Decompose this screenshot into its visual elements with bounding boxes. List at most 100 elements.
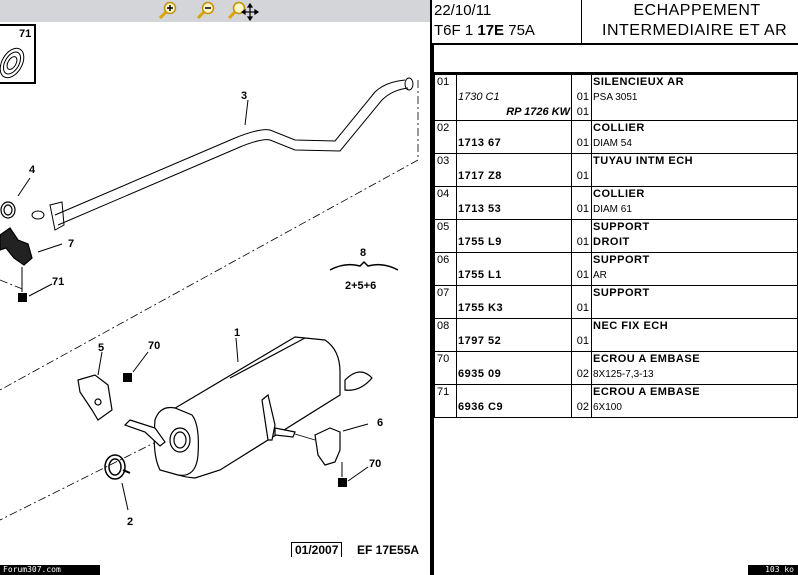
diagram-panel: 71 3 4: [0, 0, 430, 575]
inset-label: 71: [19, 28, 31, 40]
part-ref[interactable]: 1717 Z8: [458, 170, 502, 182]
part-ref-cell: 1755 L1: [456, 252, 572, 286]
part-title: SUPPORT: [593, 221, 650, 233]
table-row[interactable]: 07 1755 K3 01 SUPPORT: [434, 285, 798, 319]
callout-6: 6: [377, 417, 383, 429]
part-ref[interactable]: 1755 K3: [458, 302, 504, 314]
part-desc-cell: ECROU A EMBASE 6X100: [591, 384, 798, 418]
part-title: COLLIER: [593, 188, 645, 200]
parts-panel: 22/10/11 T6F 1 17E 75A ECHAPPEMENT INTER…: [432, 0, 798, 575]
part-desc-cell: ECROU A EMBASE 8X125-7,3-13: [591, 351, 798, 385]
table-row[interactable]: 01 1730 C1 RP 1726 KW 01 01 SILENCIEUX A…: [434, 74, 798, 121]
part-subtitle: AR: [593, 270, 607, 281]
part-number-cell: 02: [434, 120, 457, 154]
rear-muffler: [123, 336, 373, 479]
zoom-out-button[interactable]: [194, 1, 222, 21]
part-number: 08: [437, 320, 450, 332]
part-subtitle: 8X125-7,3-13: [593, 369, 654, 380]
zoom-pan-button[interactable]: [226, 1, 260, 22]
part-ref-cell: 6935 09: [456, 351, 572, 385]
table-left-rule: [432, 43, 434, 575]
header-code-prefix: T6F 1: [434, 22, 478, 39]
part-number: 05: [437, 221, 450, 233]
part-qty: 02: [576, 368, 589, 380]
part-qty: 01: [576, 137, 589, 149]
header-code: T6F 1 17E 75A: [434, 22, 535, 39]
status-site: Forum307.com: [0, 565, 100, 575]
part-number-cell: 08: [434, 318, 457, 352]
part-desc-cell: SUPPORT DROIT: [591, 219, 798, 253]
table-top-rule: [432, 72, 798, 74]
part-qty-cell: 02: [571, 384, 592, 418]
part-ref[interactable]: 1797 52: [458, 335, 502, 347]
part-ref-cell: 1730 C1 RP 1726 KW: [456, 74, 572, 121]
part-ref[interactable]: 1713 67: [458, 137, 502, 149]
part-ref-cell: 1755 L9: [456, 219, 572, 253]
table-row[interactable]: 06 1755 L1 01 SUPPORT AR: [434, 252, 798, 286]
part-ref[interactable]: 6936 C9: [458, 401, 504, 413]
nut-70b-marker: [338, 478, 347, 487]
part-qty-cell: 01: [571, 252, 592, 286]
assembly-axis-lines: [0, 80, 419, 521]
header-rule: [432, 43, 798, 45]
part-ref[interactable]: 6935 09: [458, 368, 502, 380]
part-ref[interactable]: 1713 53: [458, 203, 502, 215]
table-row[interactable]: 71 6936 C9 02 ECROU A EMBASE 6X100: [434, 384, 798, 418]
callout-70b: 70: [369, 458, 381, 470]
part-desc-cell: SUPPORT: [591, 285, 798, 319]
part-qty: 01: [576, 302, 589, 314]
support-5: [77, 351, 113, 421]
part-qty-cell: 01: [571, 153, 592, 187]
part-number-cell: 01: [434, 74, 457, 121]
part-qty: 01: [576, 170, 589, 182]
part-ref[interactable]: 1755 L1: [458, 269, 502, 281]
table-row[interactable]: 08 1797 52 01 NEC FIX ECH: [434, 318, 798, 352]
part-number: 07: [437, 287, 450, 299]
table-row[interactable]: 70 6935 09 02 ECROU A EMBASE 8X125-7,3-1…: [434, 351, 798, 385]
collar-4: [0, 177, 31, 219]
table-row[interactable]: 03 1717 Z8 01 TUYAU INTM ECH: [434, 153, 798, 187]
support-6: [294, 423, 369, 477]
intermediate-pipe: [31, 77, 414, 231]
part-number-cell: 04: [434, 186, 457, 220]
part-qty-cell: 01: [571, 219, 592, 253]
part-ref[interactable]: 1755 L9: [458, 236, 502, 248]
part-qty2: 01: [576, 106, 589, 118]
part-ref-alt: 1730 C1: [458, 91, 500, 103]
diagram-date: 01/2007: [291, 542, 343, 557]
callout-7: 7: [68, 238, 74, 250]
part-title: SILENCIEUX AR: [593, 76, 685, 88]
part-qty-cell: 01: [571, 186, 592, 220]
part-ref-alt2: RP 1726 KW: [506, 106, 570, 118]
part-subtitle: DROIT: [593, 236, 630, 248]
part-title: COLLIER: [593, 122, 645, 134]
callout-8-sub: 2+5+6: [345, 280, 376, 292]
header-title-line2: INTERMEDIAIRE ET AR: [602, 22, 788, 39]
bracket-8: [329, 260, 399, 271]
table-row[interactable]: 04 1713 53 01 COLLIER DIAM 61: [434, 186, 798, 220]
table-row[interactable]: 02 1713 67 01 COLLIER DIAM 54: [434, 120, 798, 154]
zoom-in-button[interactable]: [156, 1, 184, 21]
table-row[interactable]: 05 1755 L9 01 SUPPORT DROIT: [434, 219, 798, 253]
inset-washer: 71: [0, 24, 36, 84]
diagram-code: EF 17E55A: [357, 543, 420, 557]
diagram-toolbar: [0, 0, 430, 22]
callout-71: 71: [52, 276, 64, 288]
parts-table: 01 1730 C1 RP 1726 KW 01 01 SILENCIEUX A…: [434, 74, 798, 418]
part-qty-cell: 01: [571, 120, 592, 154]
part-subtitle: [592, 169, 797, 184]
part-number-cell: 71: [434, 384, 457, 418]
part-desc-cell: COLLIER DIAM 54: [591, 120, 798, 154]
status-size: 103 ko: [748, 565, 798, 575]
part-number: 03: [437, 155, 450, 167]
callout-1: 1: [234, 327, 240, 339]
part-qty: 01: [576, 91, 589, 103]
exhaust-diagram: 71 3 4: [0, 24, 419, 528]
part-qty: 01: [576, 335, 589, 347]
header-title-line1: ECHAPPEMENT: [633, 2, 761, 19]
part-qty: 01: [576, 203, 589, 215]
part-title: SUPPORT: [593, 287, 650, 299]
callout-2: 2: [127, 516, 133, 528]
header-divider: [581, 0, 582, 43]
part-subtitle: 6X100: [593, 402, 622, 413]
